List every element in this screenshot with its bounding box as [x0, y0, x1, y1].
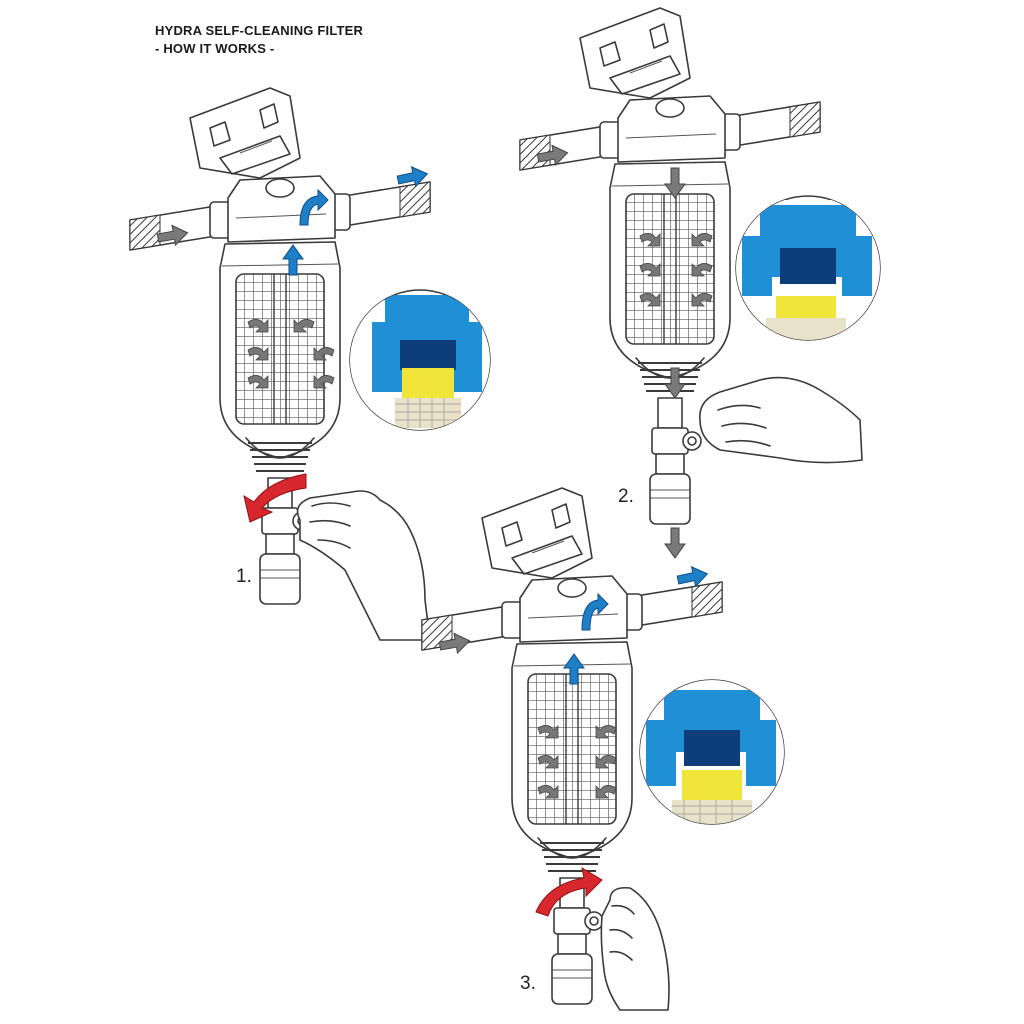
step-3-label: 3.: [520, 973, 536, 994]
hand-icon-1: [296, 490, 431, 641]
diagram-title: HYDRA SELF-CLEANING FILTER - HOW IT WORK…: [155, 22, 363, 58]
curved-flow-arrow-3: [581, 592, 609, 631]
valve-turn-arrow-1: [243, 473, 307, 523]
hand-icon-3: [600, 886, 670, 1011]
title-line-2: - HOW IT WORKS -: [155, 41, 275, 56]
curved-flow-arrow-1: [299, 188, 329, 226]
step-2-label: 2.: [618, 486, 634, 507]
between-steps-arrow: [664, 527, 686, 559]
valve-turn-arrow-3: [535, 866, 603, 917]
detail-circle-2: [735, 195, 881, 341]
detail-circle-3: [639, 679, 785, 825]
detail-circle-1: [349, 289, 491, 431]
hand-icon-2: [699, 376, 863, 464]
step-1-label: 1.: [236, 566, 252, 587]
title-line-1: HYDRA SELF-CLEANING FILTER: [155, 23, 364, 38]
